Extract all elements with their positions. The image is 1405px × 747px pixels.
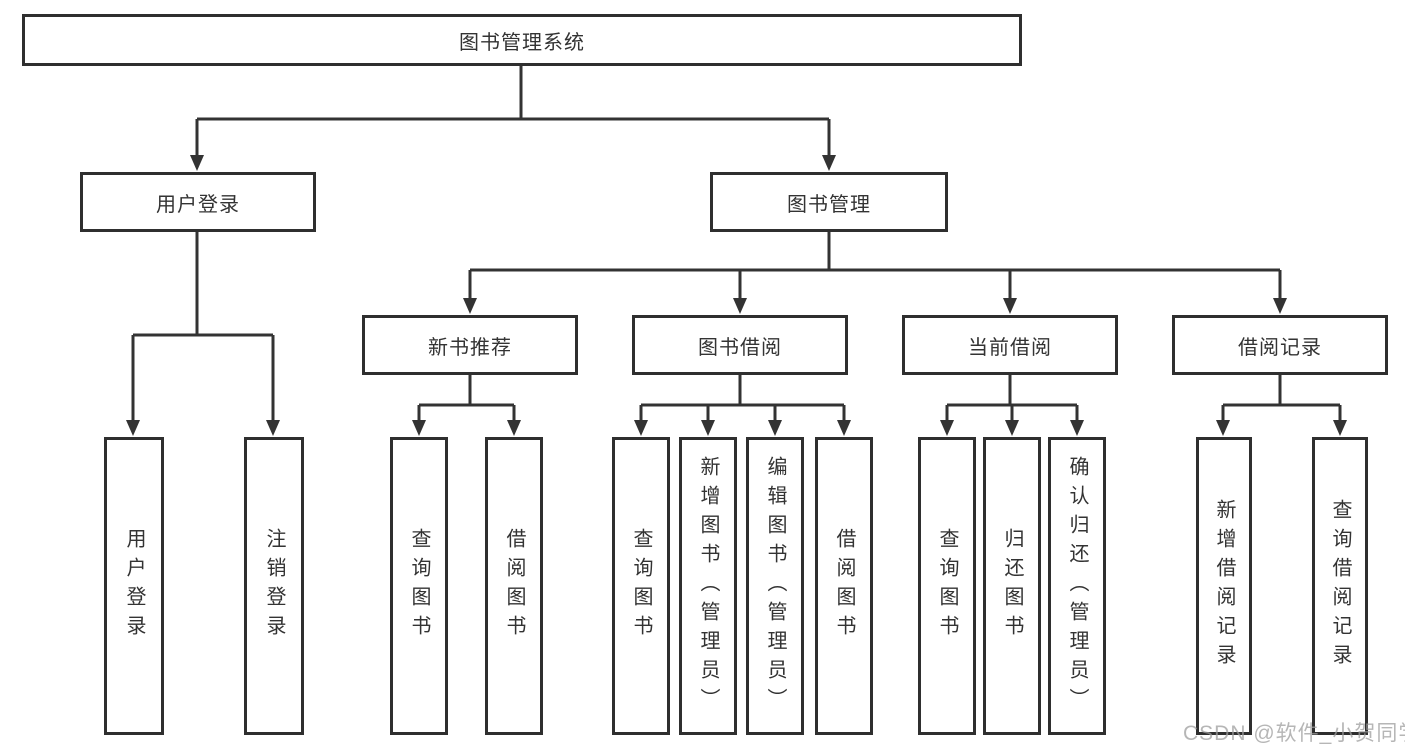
leaf-add-borrow-record: 新增借阅记录 — [1196, 437, 1252, 735]
node-label: 用户登录 — [123, 528, 145, 644]
node-label: 图书管理 — [787, 193, 871, 216]
node-label: 确认归还（管理员） — [1066, 455, 1088, 717]
node-label: 图书借阅 — [698, 336, 782, 359]
connector-bookmgmt-to-level3 — [468, 232, 1282, 301]
node-label: 当前借阅 — [968, 336, 1052, 359]
node-label: 图书管理系统 — [459, 31, 585, 54]
node-user-login-branch: 用户登录 — [80, 172, 316, 232]
arrowheads-leaves — [412, 420, 1347, 436]
node-book-borrowing: 图书借阅 — [632, 315, 848, 375]
node-label: 查询图书 — [408, 528, 430, 644]
leaf-query-books-recommend: 查询图书 — [390, 437, 448, 735]
node-label: 注销登录 — [263, 528, 285, 644]
node-label: 查询图书 — [630, 528, 652, 644]
connector-root-to-level2 — [195, 66, 831, 158]
node-label: 用户登录 — [156, 193, 240, 216]
connector-userlogin-to-leaves — [131, 232, 275, 423]
leaf-return-books: 归还图书 — [983, 437, 1041, 735]
arrowheads-level3 — [463, 298, 1287, 314]
leaf-query-borrow-record: 查询借阅记录 — [1312, 437, 1368, 735]
arrowheads-userlogin-leaves — [126, 420, 280, 436]
node-book-management-branch: 图书管理 — [710, 172, 948, 232]
node-label: 新增借阅记录 — [1213, 499, 1235, 673]
connector-borrowrecord-to-leaves — [1221, 375, 1342, 423]
leaf-confirm-return-admin: 确认归还（管理员） — [1048, 437, 1106, 735]
arrowheads-level2 — [190, 155, 836, 171]
leaf-query-books-current: 查询图书 — [918, 437, 976, 735]
leaf-user-login: 用户登录 — [104, 437, 164, 735]
connector-newbook-to-leaves — [417, 375, 516, 423]
node-label: 新增图书（管理员） — [697, 455, 719, 717]
leaf-borrow-books: 借阅图书 — [815, 437, 873, 735]
node-current-borrowing: 当前借阅 — [902, 315, 1118, 375]
leaf-add-books-admin: 新增图书（管理员） — [679, 437, 737, 735]
csdn-watermark: CSDN @软件_小贺同学 — [1183, 722, 1405, 745]
node-label: 借阅图书 — [833, 528, 855, 644]
node-label: 借阅图书 — [503, 528, 525, 644]
leaf-borrow-books-recommend: 借阅图书 — [485, 437, 543, 735]
connector-bookborrow-to-leaves — [639, 375, 846, 423]
node-label: 归还图书 — [1001, 528, 1023, 644]
node-library-system-root: 图书管理系统 — [22, 14, 1022, 66]
node-label: 借阅记录 — [1238, 336, 1322, 359]
connector-currentborrow-to-leaves — [945, 375, 1079, 423]
leaf-edit-books-admin: 编辑图书（管理员） — [746, 437, 804, 735]
node-borrow-records: 借阅记录 — [1172, 315, 1388, 375]
leaf-query-books-borrowing: 查询图书 — [612, 437, 670, 735]
node-label: 新书推荐 — [428, 336, 512, 359]
leaf-logout-login: 注销登录 — [244, 437, 304, 735]
node-label: 查询图书 — [936, 528, 958, 644]
node-label: 查询借阅记录 — [1329, 499, 1351, 673]
node-label: 编辑图书（管理员） — [764, 455, 786, 717]
node-new-book-recommend: 新书推荐 — [362, 315, 578, 375]
